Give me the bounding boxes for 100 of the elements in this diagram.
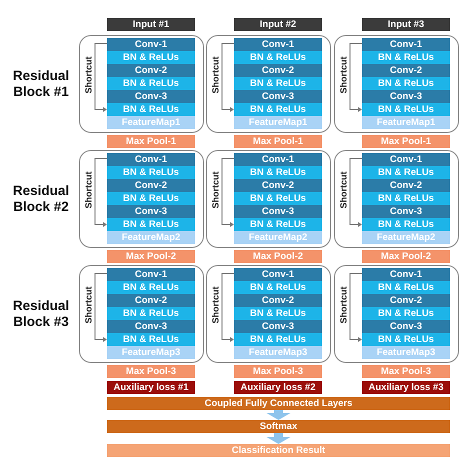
conv-layer: Conv-1 — [107, 38, 195, 51]
bn-relu-layer: BN & ReLUs — [362, 218, 450, 231]
conv-layer: Conv-1 — [107, 268, 195, 281]
shortcut-arrow — [94, 158, 108, 227]
bn-relu-layer: BN & ReLUs — [107, 218, 195, 231]
max-pool-box: Max Pool-2 — [234, 250, 322, 263]
conv-layer: Conv-3 — [107, 90, 195, 103]
bn-relu-layer: BN & ReLUs — [362, 192, 450, 205]
input-box: Input #3 — [362, 18, 450, 31]
shortcut-arrow — [350, 273, 362, 342]
feature-map-layer: FeatureMap1 — [362, 116, 450, 129]
bn-relu-layer: BN & ReLUs — [234, 281, 322, 294]
conv-layer: Conv-1 — [362, 153, 450, 166]
conv-layer: Conv-2 — [234, 64, 322, 77]
max-pool-box: Max Pool-3 — [107, 365, 195, 378]
max-pool-box: Max Pool-2 — [107, 250, 195, 263]
conv-layer: Conv-2 — [362, 294, 450, 307]
bn-relu-layer: BN & ReLUs — [362, 333, 450, 346]
residual-block-frame — [79, 265, 204, 363]
block-label: Residual Block #2 — [12, 183, 70, 215]
bn-relu-layer: BN & ReLUs — [362, 166, 450, 179]
residual-block-frame — [334, 35, 459, 133]
bn-relu-layer: BN & ReLUs — [234, 218, 322, 231]
bn-relu-layer: BN & ReLUs — [234, 103, 322, 116]
fully-connected-box: Coupled Fully Connected Layers — [107, 397, 450, 410]
shortcut-arrow — [94, 43, 108, 112]
max-pool-box: Max Pool-3 — [234, 365, 322, 378]
auxiliary-loss-box: Auxiliary loss #2 — [234, 381, 322, 394]
conv-layer: Conv-3 — [362, 320, 450, 333]
flow-arrow — [266, 433, 290, 444]
conv-layer: Conv-2 — [107, 179, 195, 192]
shortcut-arrow — [350, 43, 362, 112]
auxiliary-loss-box: Auxiliary loss #1 — [107, 381, 195, 394]
conv-layer: Conv-3 — [362, 90, 450, 103]
bn-relu-layer: BN & ReLUs — [234, 166, 322, 179]
conv-layer: Conv-2 — [234, 294, 322, 307]
conv-layer: Conv-3 — [362, 205, 450, 218]
bn-relu-layer: BN & ReLUs — [362, 307, 450, 320]
feature-map-layer: FeatureMap3 — [362, 346, 450, 359]
conv-layer: Conv-3 — [234, 90, 322, 103]
residual-block-frame — [206, 150, 331, 248]
bn-relu-layer: BN & ReLUs — [362, 281, 450, 294]
feature-map-layer: FeatureMap1 — [107, 116, 195, 129]
shortcut-arrow — [222, 273, 234, 342]
max-pool-box: Max Pool-3 — [362, 365, 450, 378]
residual-block-frame — [334, 265, 459, 363]
input-box: Input #1 — [107, 18, 195, 31]
bn-relu-layer: BN & ReLUs — [107, 307, 195, 320]
conv-layer: Conv-3 — [107, 320, 195, 333]
bn-relu-layer: BN & ReLUs — [107, 333, 195, 346]
feature-map-layer: FeatureMap1 — [234, 116, 322, 129]
residual-block-frame — [79, 35, 204, 133]
bn-relu-layer: BN & ReLUs — [362, 77, 450, 90]
conv-layer: Conv-3 — [234, 205, 322, 218]
conv-layer: Conv-1 — [362, 38, 450, 51]
conv-layer: Conv-2 — [234, 179, 322, 192]
conv-layer: Conv-3 — [107, 205, 195, 218]
feature-map-layer: FeatureMap2 — [362, 231, 450, 244]
bn-relu-layer: BN & ReLUs — [107, 51, 195, 64]
block-label: Residual Block #1 — [12, 68, 70, 100]
shortcut-arrow — [94, 273, 108, 342]
bn-relu-layer: BN & ReLUs — [234, 333, 322, 346]
bn-relu-layer: BN & ReLUs — [234, 307, 322, 320]
conv-layer: Conv-1 — [362, 268, 450, 281]
shortcut-arrow — [222, 158, 234, 227]
bn-relu-layer: BN & ReLUs — [234, 51, 322, 64]
bn-relu-layer: BN & ReLUs — [107, 192, 195, 205]
conv-layer: Conv-1 — [234, 38, 322, 51]
bn-relu-layer: BN & ReLUs — [362, 51, 450, 64]
residual-block-frame — [334, 150, 459, 248]
input-box: Input #2 — [234, 18, 322, 31]
bn-relu-layer: BN & ReLUs — [234, 77, 322, 90]
residual-block-frame — [206, 265, 331, 363]
feature-map-layer: FeatureMap2 — [234, 231, 322, 244]
conv-layer: Conv-2 — [362, 64, 450, 77]
max-pool-box: Max Pool-2 — [362, 250, 450, 263]
max-pool-box: Max Pool-1 — [362, 135, 450, 148]
conv-layer: Conv-1 — [234, 153, 322, 166]
feature-map-layer: FeatureMap3 — [107, 346, 195, 359]
feature-map-layer: FeatureMap3 — [234, 346, 322, 359]
bn-relu-layer: BN & ReLUs — [107, 281, 195, 294]
flow-arrow — [266, 410, 290, 420]
conv-layer: Conv-2 — [362, 179, 450, 192]
bn-relu-layer: BN & ReLUs — [362, 103, 450, 116]
conv-layer: Conv-1 — [234, 268, 322, 281]
bn-relu-layer: BN & ReLUs — [234, 192, 322, 205]
feature-map-layer: FeatureMap2 — [107, 231, 195, 244]
conv-layer: Conv-3 — [234, 320, 322, 333]
auxiliary-loss-box: Auxiliary loss #3 — [362, 381, 450, 394]
residual-block-frame — [79, 150, 204, 248]
conv-layer: Conv-2 — [107, 294, 195, 307]
classification-box: Classification Result — [107, 444, 450, 457]
conv-layer: Conv-1 — [107, 153, 195, 166]
shortcut-arrow — [222, 43, 234, 112]
shortcut-arrow — [350, 158, 362, 227]
max-pool-box: Max Pool-1 — [234, 135, 322, 148]
max-pool-box: Max Pool-1 — [107, 135, 195, 148]
bn-relu-layer: BN & ReLUs — [107, 103, 195, 116]
conv-layer: Conv-2 — [107, 64, 195, 77]
bn-relu-layer: BN & ReLUs — [107, 77, 195, 90]
